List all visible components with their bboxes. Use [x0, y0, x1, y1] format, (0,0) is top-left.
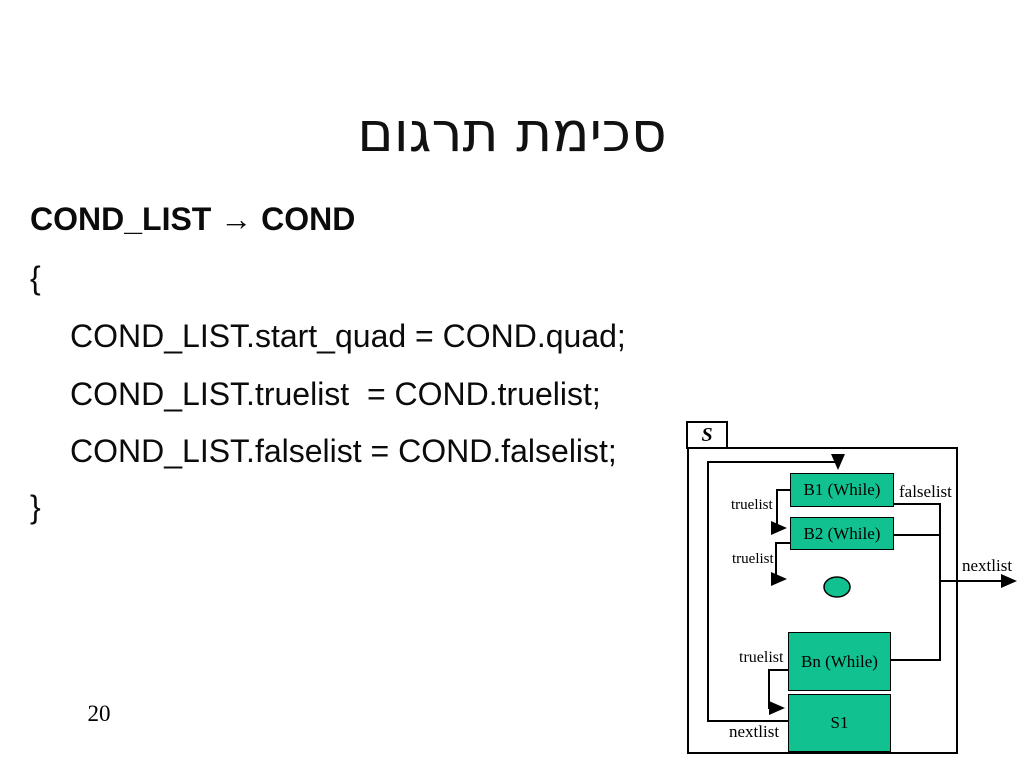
block-b2: B2 (While)	[790, 517, 894, 550]
code-line-open-brace: {	[30, 260, 41, 296]
truelist-arrow-b2-dots	[771, 542, 790, 586]
block-bn: Bn (While)	[788, 632, 891, 691]
statement-frame-box	[687, 447, 958, 754]
code-line-close-brace: }	[30, 489, 41, 525]
edge-label-nextlist-loop: nextlist	[729, 722, 780, 741]
edge-label-nextlist-out: nextlist	[962, 556, 1013, 575]
connector-lines	[707, 454, 1017, 722]
code-line-production: COND_LIST → COND	[30, 201, 356, 237]
edge-label-truelist-1: truelist	[731, 497, 773, 513]
truelist-arrow-bn-s1	[768, 669, 788, 715]
code-line-start-quad: COND_LIST.start_quad = COND.quad;	[70, 318, 626, 354]
code-line-truelist: COND_LIST.truelist = COND.truelist;	[70, 376, 601, 412]
continuation-dots-ellipse	[823, 576, 851, 598]
block-b1: B1 (While)	[790, 473, 894, 507]
slide-title: סכימת תרגום	[357, 100, 667, 164]
truelist-arrow-b1-b2	[771, 489, 790, 535]
edge-label-truelist-2: truelist	[732, 551, 774, 567]
edge-label-falselist: falselist	[899, 482, 952, 501]
nextlist-loop-line	[707, 454, 845, 722]
block-s1: S1	[788, 694, 891, 752]
code-line-falselist: COND_LIST.falselist = COND.falselist;	[70, 433, 617, 469]
edge-label-truelist-3: truelist	[739, 649, 784, 666]
page-number: 20	[87, 701, 111, 726]
statement-frame-label: S	[686, 421, 728, 449]
